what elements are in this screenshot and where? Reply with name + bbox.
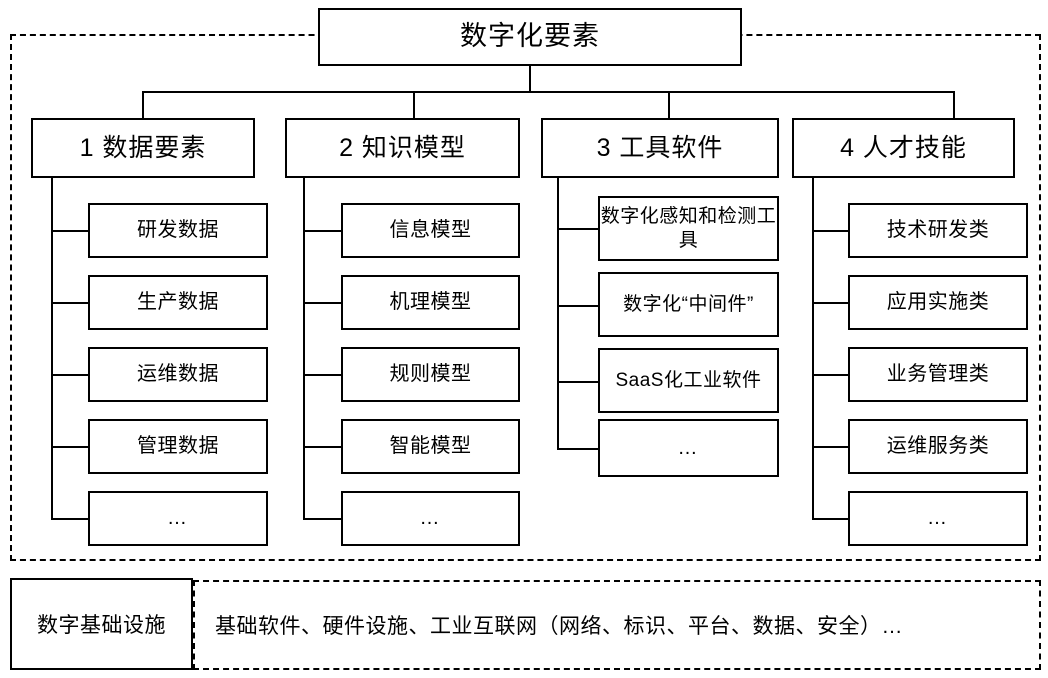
branch-connector-2-4 — [303, 446, 343, 448]
column-trunk-4 — [812, 178, 814, 520]
leaf-node-3-2[interactable]: 数字化“中间件” — [598, 272, 779, 337]
leaf-node-2-4[interactable]: 智能模型 — [341, 419, 520, 474]
leaf-node-2-2[interactable]: 机理模型 — [341, 275, 520, 330]
branch-connector-4-5 — [812, 518, 852, 520]
leaf-node-1-2[interactable]: 生产数据 — [88, 275, 268, 330]
branch-connector-1-5 — [51, 518, 89, 520]
leaf-node-1-1[interactable]: 研发数据 — [88, 203, 268, 258]
root-drop-connector — [529, 66, 531, 92]
column-trunk-1 — [51, 178, 53, 520]
leaf-node-4-2[interactable]: 应用实施类 — [848, 275, 1028, 330]
category-header-2[interactable]: 2 知识模型 — [285, 118, 520, 178]
branch-connector-4-3 — [812, 374, 852, 376]
branch-connector-2-3 — [303, 374, 343, 376]
branch-connector-2-1 — [303, 230, 343, 232]
branch-connector-4-4 — [812, 446, 852, 448]
branch-connector-4-2 — [812, 302, 852, 304]
leaf-node-4-4[interactable]: 运维服务类 — [848, 419, 1028, 474]
branch-connector-3-2 — [557, 305, 600, 307]
column-trunk-2 — [303, 178, 305, 520]
leaf-node-1-3[interactable]: 运维数据 — [88, 347, 268, 402]
infrastructure-dashed-region — [193, 580, 1041, 670]
leaf-node-1-4[interactable]: 管理数据 — [88, 419, 268, 474]
header-drop-connector-3 — [668, 91, 670, 119]
branch-connector-1-4 — [51, 446, 89, 448]
leaf-node-3-1[interactable]: 数字化感知和检测工具 — [598, 196, 779, 261]
category-header-4[interactable]: 4 人才技能 — [792, 118, 1015, 178]
leaf-node-2-5[interactable]: … — [341, 491, 520, 546]
leaf-node-3-4[interactable]: … — [598, 419, 779, 477]
branch-connector-1-2 — [51, 302, 89, 304]
category-header-3[interactable]: 3 工具软件 — [541, 118, 779, 178]
branch-connector-4-1 — [812, 230, 852, 232]
branch-connector-2-2 — [303, 302, 343, 304]
leaf-node-3-3[interactable]: SaaS化工业软件 — [598, 348, 779, 413]
infrastructure-label-box[interactable]: 数字基础设施 — [10, 578, 193, 670]
branch-connector-1-3 — [51, 374, 89, 376]
branch-connector-3-1 — [557, 228, 600, 230]
branch-connector-1-1 — [51, 230, 89, 232]
branch-connector-2-5 — [303, 518, 343, 520]
leaf-node-2-3[interactable]: 规则模型 — [341, 347, 520, 402]
leaf-node-4-1[interactable]: 技术研发类 — [848, 203, 1028, 258]
header-drop-connector-1 — [142, 91, 144, 119]
branch-connector-3-4 — [557, 448, 600, 450]
category-header-1[interactable]: 1 数据要素 — [31, 118, 255, 178]
branch-connector-3-3 — [557, 381, 600, 383]
leaf-node-2-1[interactable]: 信息模型 — [341, 203, 520, 258]
root-node-digital-elements[interactable]: 数字化要素 — [318, 8, 742, 66]
column-trunk-3 — [557, 178, 559, 450]
header-drop-connector-4 — [953, 91, 955, 119]
leaf-node-4-3[interactable]: 业务管理类 — [848, 347, 1028, 402]
category-bus-connector — [142, 91, 955, 93]
leaf-node-4-5[interactable]: … — [848, 491, 1028, 546]
leaf-node-1-5[interactable]: … — [88, 491, 268, 546]
infrastructure-description: 基础软件、硬件设施、工业互联网（网络、标识、平台、数据、安全）… — [215, 615, 903, 638]
header-drop-connector-2 — [413, 91, 415, 119]
